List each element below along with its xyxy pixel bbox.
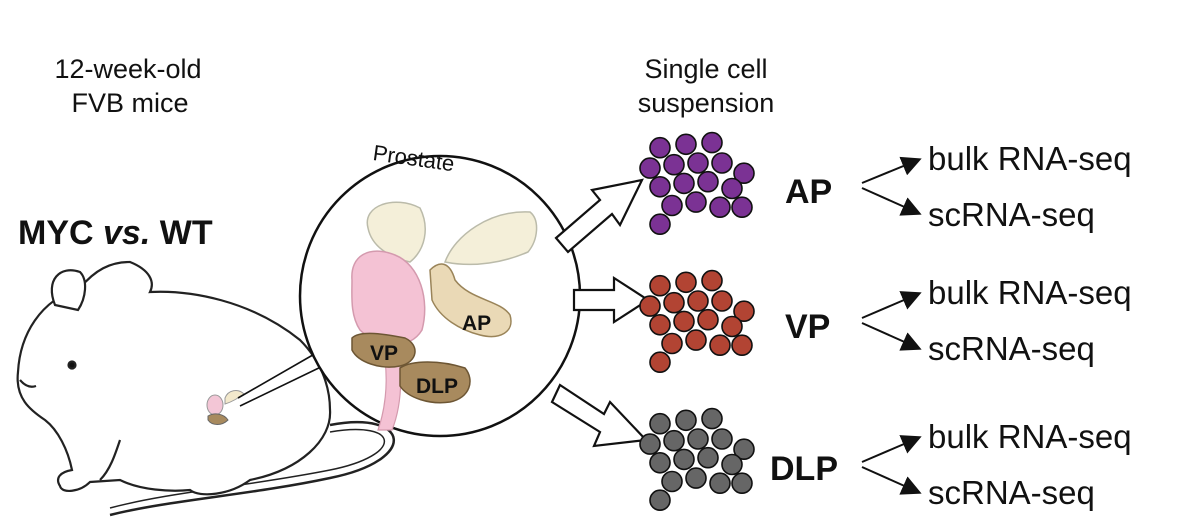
cell (649, 313, 671, 336)
zoom-line-top (237, 351, 319, 399)
cell (697, 446, 719, 469)
cell (663, 291, 685, 314)
cell (687, 428, 709, 450)
assay-vp-bulk: bulk RNA-seq (928, 274, 1132, 311)
cell (733, 438, 755, 461)
cell (661, 194, 683, 217)
assay-ap-bulk: bulk RNA-seq (928, 140, 1132, 177)
cell (649, 274, 671, 297)
arrow-dlp-sc (861, 466, 922, 495)
cell-cluster-dlp (639, 407, 755, 512)
arrow-to-vp (572, 275, 651, 325)
arrow-ap-sc (861, 187, 922, 216)
cell (649, 351, 671, 374)
group-label-vp: VP (785, 308, 830, 346)
cell (685, 467, 707, 489)
cell (733, 162, 755, 184)
cell (639, 157, 661, 179)
cell (675, 133, 697, 156)
age-label: 12-week-old (54, 54, 201, 84)
strain-label: FVB mice (71, 88, 188, 118)
cell (721, 177, 743, 200)
cell (731, 472, 753, 495)
cell (675, 409, 697, 432)
cell (721, 453, 743, 476)
arrow-vp-sc (861, 322, 922, 351)
cell (639, 295, 661, 317)
cell (649, 451, 671, 474)
mouse-prostate-icon (206, 390, 245, 425)
cell (731, 196, 753, 218)
cell (701, 407, 723, 430)
cell (663, 153, 685, 176)
lobe-label-ap: AP (462, 312, 491, 335)
cell (711, 152, 733, 174)
cell (701, 131, 723, 154)
cell (663, 429, 685, 452)
cell (711, 428, 733, 450)
cell (731, 334, 753, 357)
suspension-label-2: suspension (638, 88, 775, 118)
lobe-label-vp: VP (370, 342, 398, 365)
arrow-dlp-bulk (861, 435, 922, 463)
cell (701, 269, 723, 292)
cell (649, 176, 671, 198)
cell (673, 448, 695, 471)
cell (649, 412, 671, 435)
cell (673, 172, 695, 195)
zoom-line-bottom (239, 364, 326, 407)
cell (709, 196, 731, 218)
assay-vp-sc: scRNA-seq (928, 330, 1095, 367)
arrow-ap-bulk (861, 156, 922, 184)
cell (685, 191, 707, 213)
cell (639, 433, 661, 455)
cell (711, 290, 733, 312)
arrow-to-ap (554, 178, 644, 254)
cell (649, 489, 671, 512)
suspension-label: Single cell (644, 54, 767, 84)
cell (697, 308, 719, 331)
cell (649, 213, 671, 235)
cell-cluster-vp (639, 269, 755, 374)
cell (675, 271, 697, 294)
cell (687, 152, 709, 174)
arrow-vp-bulk (861, 291, 922, 319)
cell (697, 170, 719, 193)
cell (673, 310, 695, 333)
cell (709, 472, 731, 495)
assay-dlp-sc: scRNA-seq (928, 474, 1095, 511)
assay-dlp-bulk: bulk RNA-seq (928, 418, 1132, 455)
cell (721, 315, 743, 338)
cell-cluster-ap (639, 131, 755, 235)
cell (661, 332, 683, 355)
group-label-ap: AP (785, 173, 832, 211)
cell (661, 470, 683, 493)
lobe-label-dlp: DLP (416, 375, 458, 398)
assay-ap-sc: scRNA-seq (928, 196, 1095, 233)
cell (733, 300, 755, 323)
cell (709, 334, 731, 357)
mouse-illustration (16, 260, 395, 517)
prostate-illustration: AP VP DLP (351, 201, 538, 431)
comparison-label: MYC vs. WT (18, 214, 213, 252)
cell (687, 290, 709, 312)
arrow-to-dlp (550, 383, 649, 448)
group-label-dlp: DLP (770, 450, 838, 488)
cell (649, 136, 671, 159)
cell (685, 329, 707, 351)
